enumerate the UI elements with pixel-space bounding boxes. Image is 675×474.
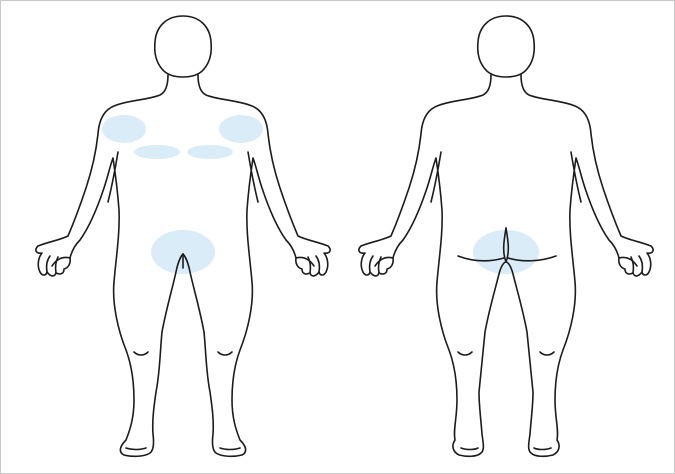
back-view — [359, 16, 653, 456]
front-view — [36, 16, 330, 456]
highlight-front-left-shoulder — [219, 115, 263, 143]
highlight-front-right-chest — [134, 145, 180, 159]
highlight-front-left-chest — [187, 145, 233, 159]
highlight-back-buttocks — [473, 230, 539, 274]
highlight-front-right-shoulder — [102, 115, 146, 143]
